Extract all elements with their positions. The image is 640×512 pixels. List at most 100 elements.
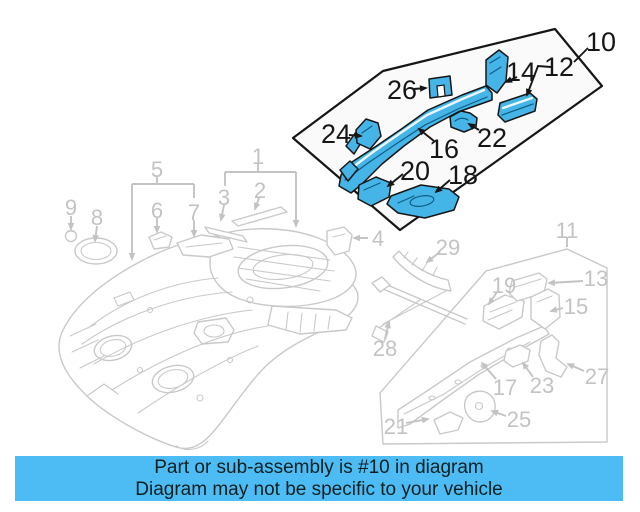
floor-hole [246, 296, 254, 304]
part-4-bracket [326, 226, 353, 256]
part-8-ring-inner [80, 241, 112, 261]
callout-arrowhead [480, 361, 489, 370]
rear-rail-arm-rungs [285, 311, 331, 333]
callout-pointer [573, 47, 589, 63]
callout-arrowhead [67, 223, 75, 231]
rear-panel-ribs [233, 246, 335, 292]
subassembly-10-art [291, 27, 604, 232]
part-12-shadow [501, 103, 534, 116]
callout-20[interactable]: 20 [400, 156, 430, 186]
part-18-bracket [386, 184, 460, 219]
callout-13[interactable]: 13 [584, 266, 608, 291]
floor-well-right-inner [157, 368, 189, 390]
callout-29[interactable]: 29 [436, 235, 460, 260]
part-17-hole [428, 395, 436, 401]
callout-2[interactable]: 2 [254, 178, 266, 203]
callout-5[interactable]: 5 [151, 157, 163, 182]
callout-9[interactable]: 9 [65, 195, 77, 220]
callout-arrowhead [566, 363, 575, 370]
callout-arrowhead [467, 122, 476, 130]
callout-26[interactable]: 26 [387, 75, 417, 105]
part-26-notch [436, 84, 446, 98]
floor-pan-art [58, 228, 359, 450]
callout-arrowhead [490, 409, 499, 417]
callout-arrowhead [386, 179, 395, 188]
part-6-detail [153, 235, 167, 241]
callout-16[interactable]: 16 [429, 134, 459, 164]
callout-17[interactable]: 17 [493, 375, 517, 400]
part-3-strip [204, 226, 248, 243]
callout-27[interactable]: 27 [585, 364, 609, 389]
callout-arrowhead [487, 297, 496, 306]
callout-25[interactable]: 25 [507, 407, 531, 432]
part-20-detail [363, 182, 381, 191]
part-14-detail [489, 56, 502, 75]
callout-7[interactable]: 7 [188, 200, 200, 225]
part-21-bracket [433, 411, 464, 435]
part-15-detail [536, 295, 553, 303]
callout-arrowhead [92, 234, 100, 243]
callout-arrowhead [153, 226, 161, 234]
part-7-detail [185, 242, 223, 248]
part-24-detail [361, 125, 373, 134]
part-25-hole [474, 401, 484, 411]
loose-parts-art [64, 206, 353, 265]
part-16-shadow [344, 96, 488, 181]
callout-28[interactable]: 28 [373, 336, 397, 361]
callout-14[interactable]: 14 [506, 57, 536, 87]
floor-basin-inner [203, 324, 225, 338]
callout-arrowhead [419, 85, 428, 92]
callout-arrowhead [521, 361, 530, 370]
callout-arrowhead [218, 213, 226, 222]
callout-24[interactable]: 24 [321, 119, 351, 149]
callout-18[interactable]: 18 [448, 160, 478, 190]
floor-hole [136, 366, 144, 374]
callout-8[interactable]: 8 [91, 205, 103, 230]
callout-22[interactable]: 22 [477, 123, 507, 153]
callout-12[interactable]: 12 [544, 52, 574, 82]
callout-21[interactable]: 21 [384, 414, 408, 439]
callout-15[interactable]: 15 [564, 294, 588, 319]
subassembly-11-art [371, 248, 608, 445]
callout-10[interactable]: 10 [586, 27, 616, 57]
part-20-bracket [357, 176, 392, 207]
callout-11[interactable]: 11 [556, 218, 579, 243]
callout-arrowhead [384, 320, 391, 329]
part-4-detail [332, 233, 346, 238]
callout-19[interactable]: 19 [492, 273, 516, 298]
callout-3[interactable]: 3 [218, 185, 230, 210]
floor-well-right [151, 364, 195, 394]
callout-arrowhead [421, 416, 430, 424]
callout-pointer [526, 64, 552, 96]
part-13-detail [514, 278, 542, 288]
rear-panel-recess [237, 244, 329, 290]
callout-arrowhead [352, 234, 360, 242]
callout-arrowhead [292, 220, 300, 228]
part-19-bracket [482, 294, 525, 330]
callout-23[interactable]: 23 [530, 373, 554, 398]
callout-6[interactable]: 6 [151, 198, 163, 223]
banner-line-1: Part or sub-assembly is #10 in diagram [154, 457, 484, 478]
floor-well-left-inner [99, 339, 127, 357]
part-6-bracket [148, 231, 173, 250]
rear-rail-arm [267, 305, 353, 335]
callout-arrowhead [190, 230, 198, 238]
callout-arrowhead [425, 255, 434, 264]
part-25-bracket [463, 390, 496, 423]
callout-4[interactable]: 4 [372, 226, 384, 251]
callout-arrowhead [354, 132, 363, 139]
part-27-bracket [538, 334, 568, 378]
part-15-bracket [530, 288, 561, 330]
floor-contours [69, 277, 269, 450]
callout-arrowhead [526, 88, 533, 97]
part-16-highlight [347, 88, 486, 172]
part-28-crossmember [371, 276, 468, 343]
floor-hole [196, 394, 204, 402]
callout-arrowhead [549, 306, 558, 313]
callout-1[interactable]: 1 [252, 144, 264, 169]
floor-hole [226, 356, 234, 364]
callout-arrowhead [417, 127, 426, 136]
